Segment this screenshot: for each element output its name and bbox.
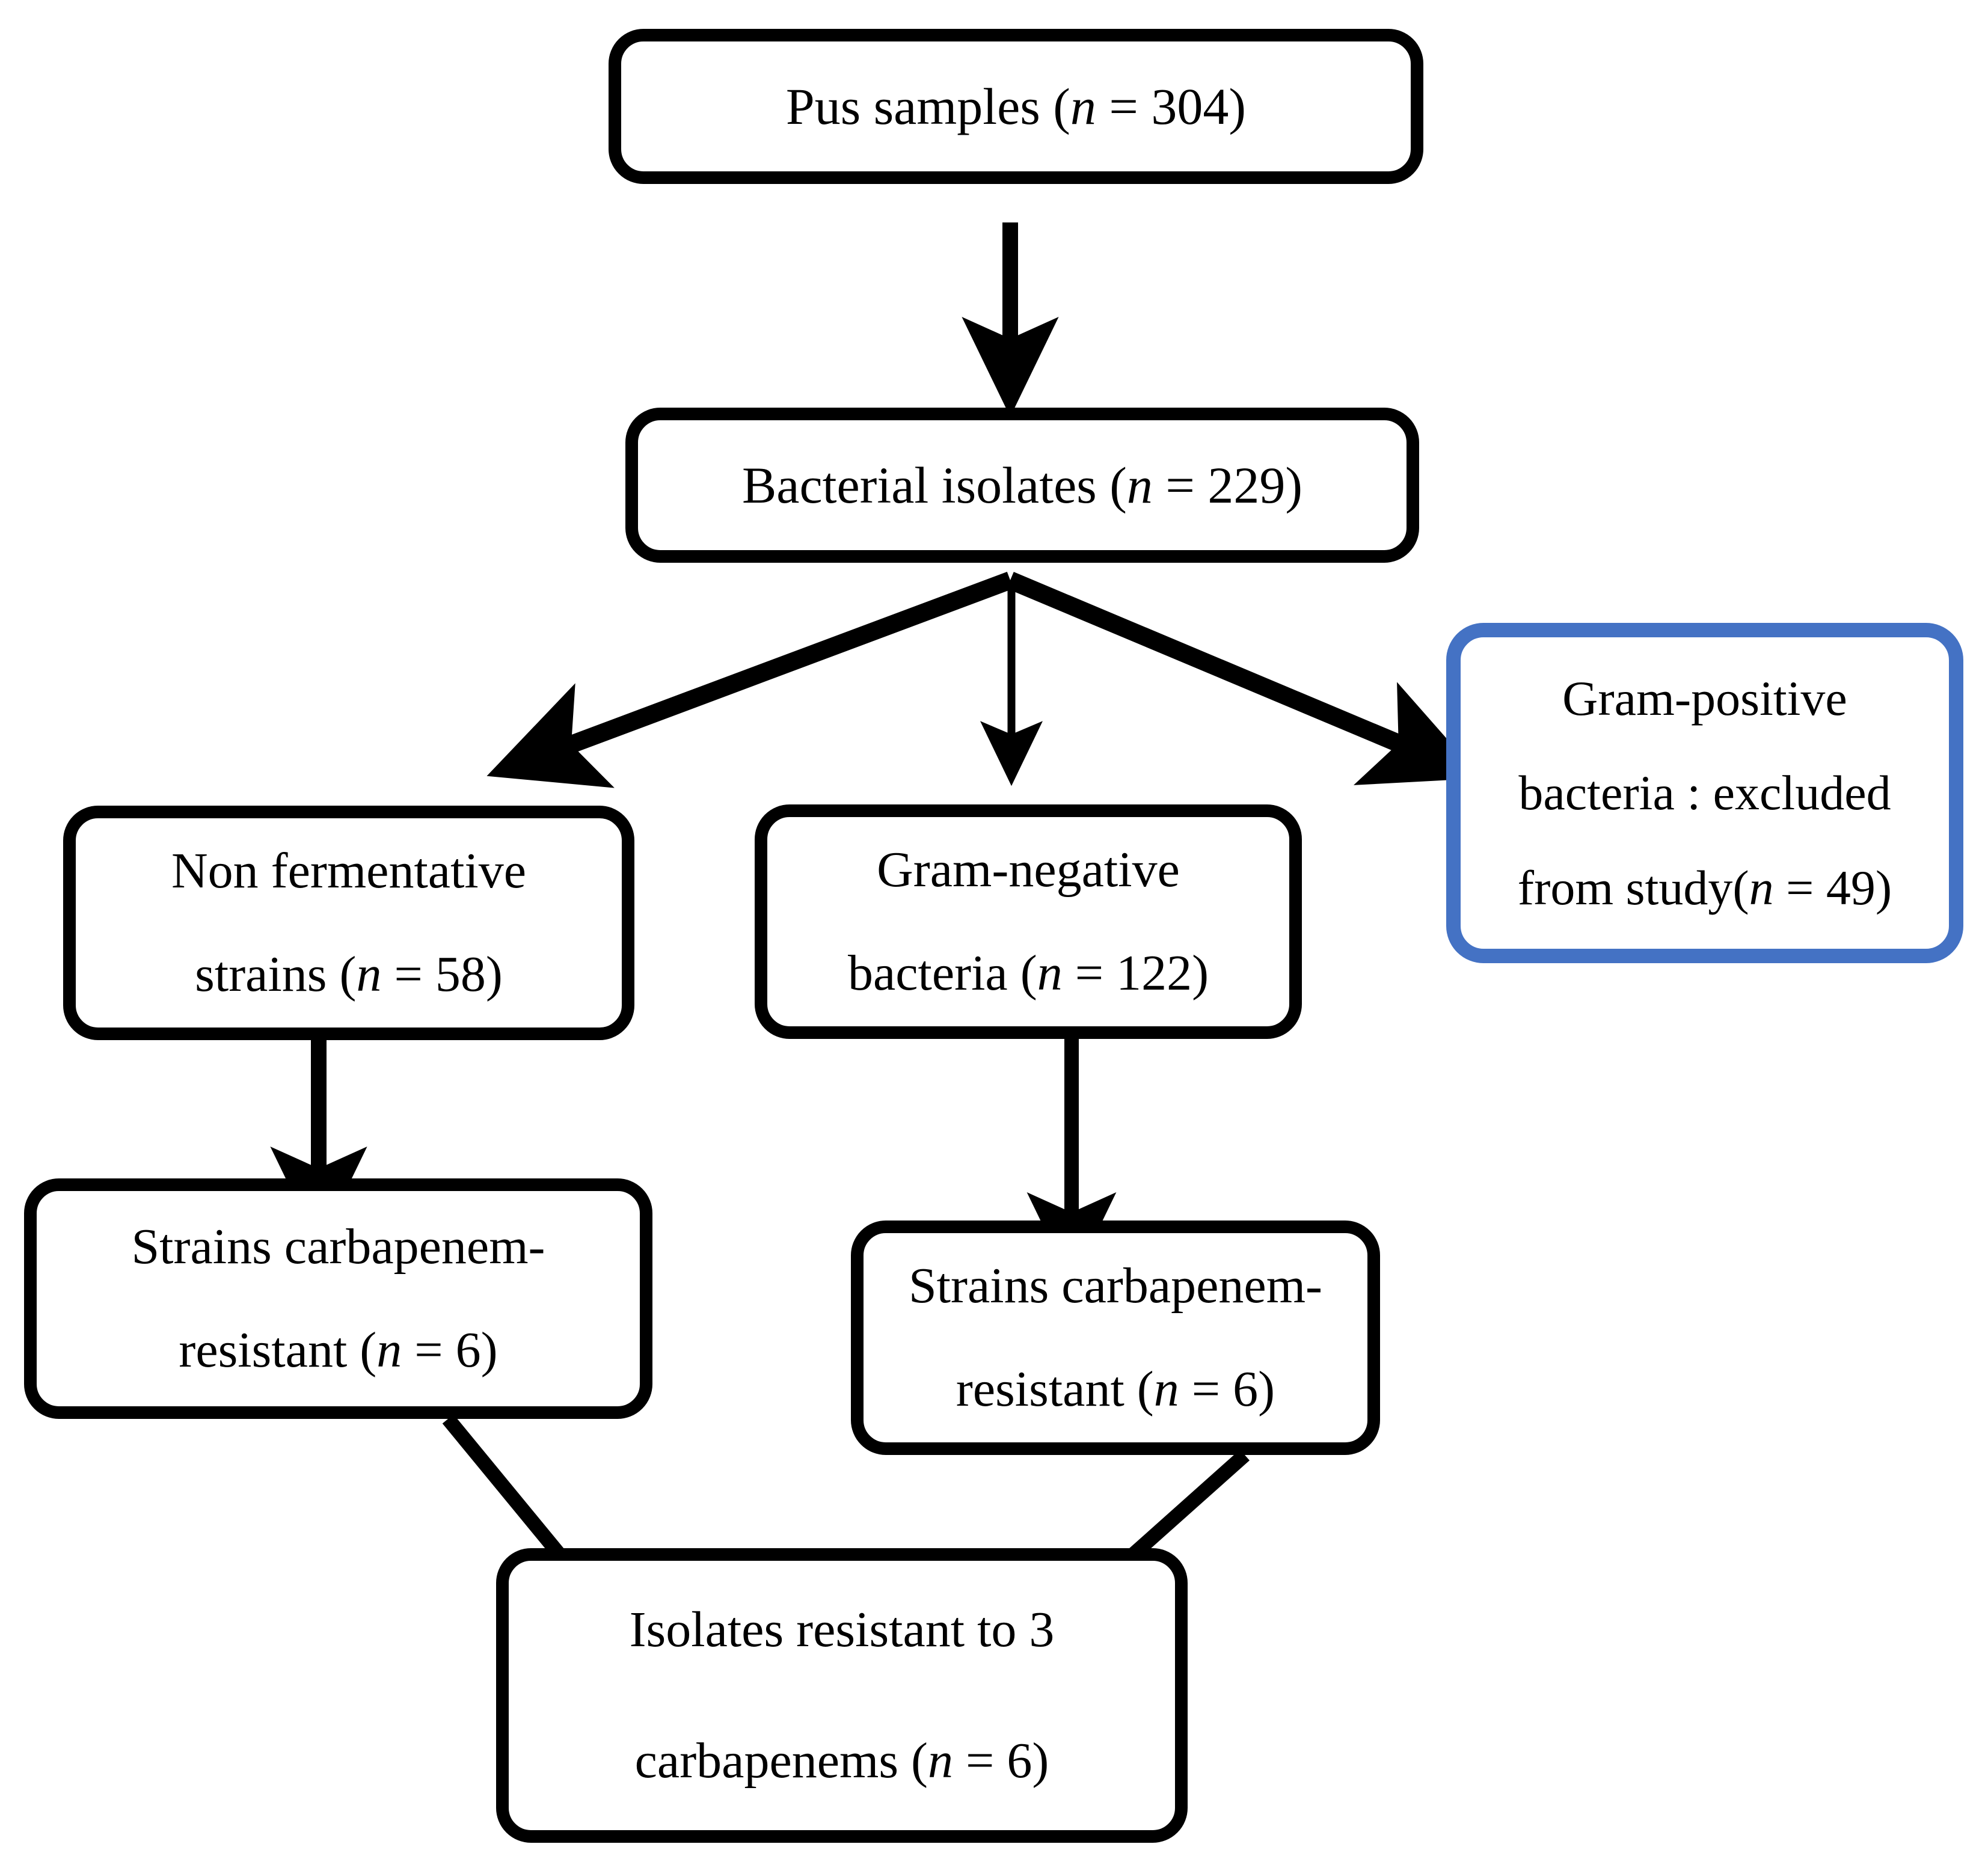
node-text-line: carbapenems (n = 6)	[634, 1733, 1049, 1789]
n-symbol: n	[1153, 1361, 1179, 1417]
edge-gncarb-to-isolates3	[1129, 1450, 1250, 1560]
node-text-line: Strains carbapenem-	[131, 1218, 545, 1275]
node-gram-negative-bacteria[interactable]: Gram-negative bacteria (n = 122)	[755, 804, 1302, 1039]
node-isolates-resistant-to-3-carbapenems[interactable]: Isolates resistant to 3 carbapenems (n =…	[496, 1548, 1188, 1843]
n-symbol: n	[1126, 456, 1153, 514]
node-nonfermentative-carbapenem-resistant[interactable]: Strains carbapenem- resistant (n = 6)	[24, 1178, 652, 1419]
node-bacterial-isolates[interactable]: Bacterial isolates (n = 229)	[625, 408, 1419, 563]
n-symbol: n	[1037, 945, 1063, 1001]
node-text-line: bacteria (n = 122)	[847, 945, 1209, 1001]
node-text-line: Pus samples (n = 304)	[785, 78, 1247, 135]
n-symbol: n	[376, 1322, 402, 1378]
edge-nfcarb-to-isolates3	[442, 1414, 565, 1559]
node-text-line: Gram-positive	[1562, 670, 1847, 726]
n-symbol: n	[1749, 860, 1774, 915]
node-text-line: bacteria : excluded	[1518, 765, 1891, 821]
node-pus-samples[interactable]: Pus samples (n = 304)	[609, 29, 1423, 184]
node-text-line: resistant (n = 6)	[179, 1322, 498, 1378]
node-non-fermentative-strains[interactable]: Non fermentative strains (n = 58)	[63, 806, 634, 1040]
edge-bacterial-to-nonferm	[486, 571, 1014, 788]
n-symbol: n	[356, 946, 382, 1002]
node-text-line: from study(n = 49)	[1517, 860, 1892, 915]
node-text-line: Bacterial isolates (n = 229)	[741, 456, 1303, 514]
node-text-line: Strains carbapenem-	[908, 1257, 1323, 1314]
node-text-line: resistant (n = 6)	[956, 1361, 1275, 1417]
node-gramnegative-carbapenem-resistant[interactable]: Strains carbapenem- resistant (n = 6)	[851, 1221, 1380, 1455]
node-text-line: Gram-negative	[877, 841, 1180, 898]
edge-bacterial-to-grampos	[1007, 572, 1482, 785]
n-symbol: n	[928, 1733, 954, 1789]
n-symbol: n	[1070, 78, 1096, 135]
node-text-line: Non fermentative	[171, 842, 527, 899]
node-text-line: strains (n = 58)	[195, 946, 503, 1002]
node-text-line: Isolates resistant to 3	[629, 1601, 1055, 1658]
node-gram-positive-excluded[interactable]: Gram-positive bacteria : excluded from s…	[1446, 623, 1963, 963]
